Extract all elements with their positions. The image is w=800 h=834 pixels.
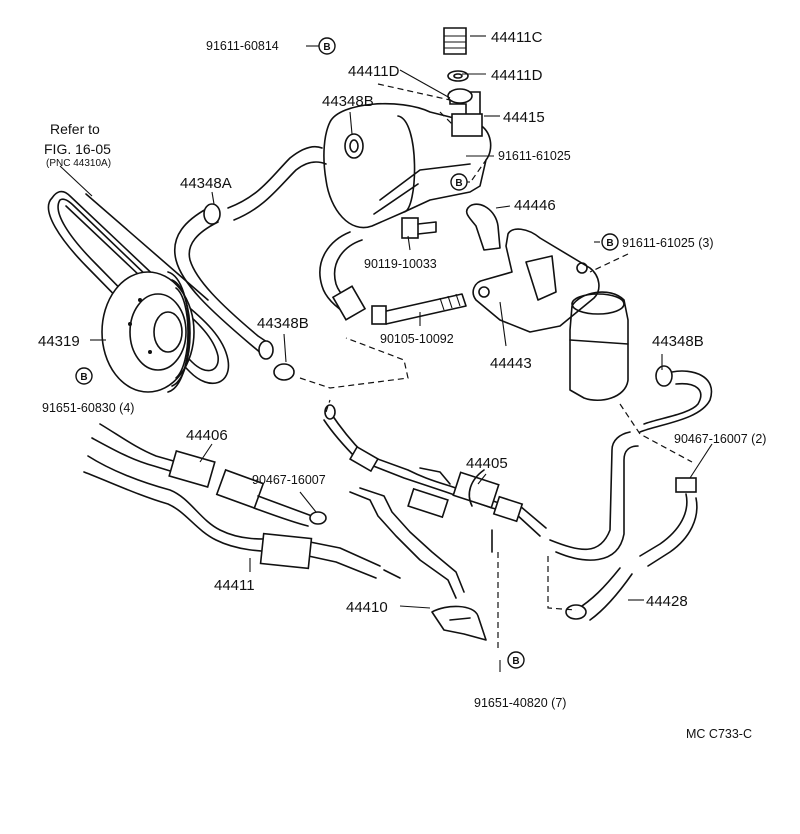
bolt-90105 (371, 293, 467, 325)
hose-pump-suction (639, 370, 713, 433)
bolt-90119 (401, 217, 437, 239)
hose-44348a (173, 145, 327, 360)
label-44443: 44443 (490, 355, 532, 372)
label-91651-40820: 91651-40820 (7) (474, 696, 566, 710)
bolt-marker-91611-61025-3: B (601, 233, 619, 251)
bolt-marker-91611-61025: B (450, 173, 468, 191)
label-44406: 44406 (186, 427, 228, 444)
hose-clamps (273, 133, 673, 525)
union-fittings-44405 (349, 445, 524, 553)
refer-note-line1: Refer to (50, 121, 100, 137)
label-44411: 44411 (214, 577, 255, 594)
leader-lines (59, 35, 713, 672)
svg-text:B: B (512, 656, 519, 667)
label-44405: 44405 (466, 455, 508, 472)
label-44410: 44410 (346, 599, 388, 616)
svg-text:B: B (455, 178, 462, 189)
hose-44406 (91, 423, 313, 527)
hose-reservoir-outlet (319, 231, 367, 321)
label-91611-61025: 91611-61025 (498, 149, 571, 163)
bolt-marker-91611-60814: B (318, 37, 336, 55)
svg-text:B: B (323, 42, 330, 53)
label-91611-61025-3: 91611-61025 (3) (622, 236, 714, 250)
crank-pulley (101, 271, 195, 393)
svg-text:B: B (606, 238, 613, 249)
drawing-code: MC C733-C (686, 727, 752, 741)
label-44348b-top: 44348B (322, 93, 374, 110)
label-44348b-mid: 44348B (257, 315, 309, 332)
label-44319: 44319 (38, 333, 80, 350)
dashed-guide-lines (299, 83, 693, 650)
label-44411d-left: 44411D (348, 63, 400, 80)
label-44411c: 44411C (491, 29, 543, 46)
reservoir-tank (323, 27, 492, 229)
label-44428: 44428 (646, 593, 688, 610)
svg-text:B: B (80, 372, 87, 383)
label-90467-16007: 90467-16007 (252, 473, 326, 487)
label-44411d-right: 44411D (491, 67, 543, 84)
tube-44410 (349, 487, 487, 641)
label-90119-10033: 90119-10033 (364, 257, 437, 271)
bolt-marker-91651-60830: B (75, 367, 93, 385)
hose-44411 (83, 455, 401, 579)
bolt-marker-91651-40820: B (507, 651, 525, 669)
pump-bracket (465, 203, 600, 333)
label-44415: 44415 (503, 109, 545, 126)
refer-note-line3: (PNC 44310A) (46, 158, 111, 169)
label-91611-60814: 91611-60814 (206, 39, 279, 53)
label-90467-16007-2: 90467-16007 (2) (674, 432, 766, 446)
label-44348a: 44348A (180, 175, 232, 192)
power-steering-pump (569, 291, 629, 402)
refer-note-line2: FIG. 16-05 (44, 141, 111, 157)
label-90105-10092: 90105-10092 (380, 332, 454, 346)
label-44348b-right: 44348B (652, 333, 704, 350)
hose-44428 (549, 431, 698, 621)
label-91651-60830: 91651-60830 (4) (42, 401, 134, 415)
label-44446: 44446 (514, 197, 556, 214)
